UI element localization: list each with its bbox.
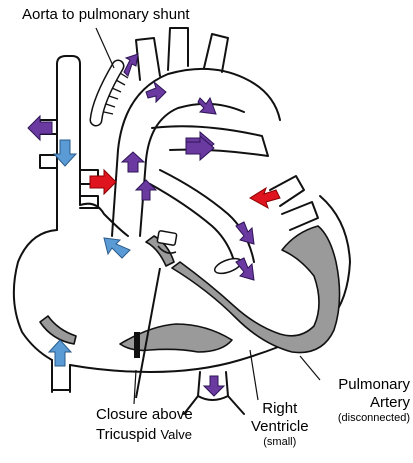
arrow-ra-to-la [104,238,130,258]
arrow-shunt [124,54,138,76]
arrow-pv-in-right [90,170,116,194]
arrow-arch-2 [198,98,216,114]
pa-line1: Pulmonary [316,376,410,394]
closure-label-line1: Closure above [96,406,193,424]
tricuspid-word: Tricuspid [96,426,156,443]
aorta-pulmonary-shunt [96,66,128,120]
pa-note: (disconnected) [316,412,410,425]
tricuspid-closure-patch [134,332,140,358]
left-carotid-artery [168,28,188,70]
pa-line2: Artery [316,394,410,412]
ventricular-wall [40,226,340,353]
closure-label-line2: Tricuspid Valve [96,426,192,444]
valve-word: Valve [160,427,192,442]
arrow-lv-2 [236,258,254,280]
arrow-aorta-mid [122,152,144,172]
svc-branch-left-2 [40,155,57,168]
arrow-lv-1 [236,222,254,244]
arrow-pv-in-left [250,188,280,208]
arrow-aorta-up [136,180,156,200]
rv-line2: Ventricle [251,418,309,436]
brachiocephalic-artery [136,38,160,80]
pulmonary-artery-left [160,170,254,262]
rv-note: (small) [251,436,309,449]
shunt-label: Aorta to pulmonary shunt [22,6,190,24]
aortic-arch-inner [140,104,244,236]
left-pulmonary-vein-lower [282,202,318,230]
right-ventricle-label: Right Ventricle (small) [251,400,309,449]
left-subclavian-artery [204,34,228,72]
pulmonary-artery-label: Pulmonary Artery (disconnected) [316,376,410,425]
arrow-descending [204,376,224,396]
rv-line1: Right [251,400,309,418]
